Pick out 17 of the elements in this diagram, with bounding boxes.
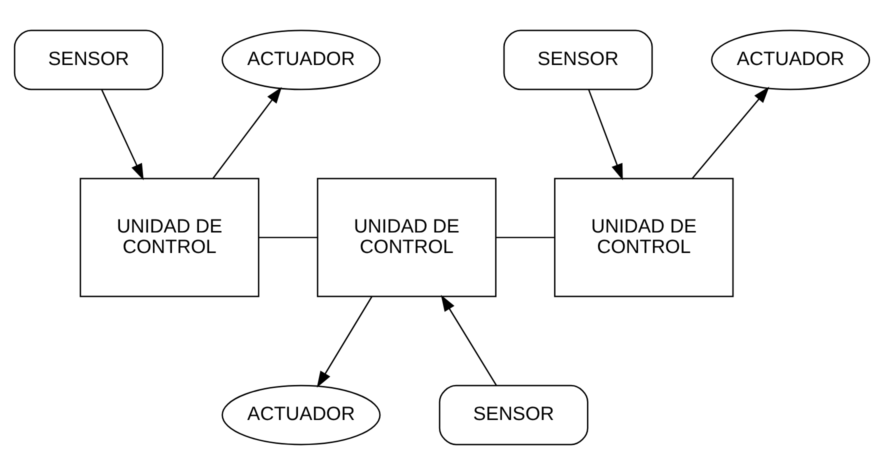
arrow — [588, 89, 622, 180]
node-box: UNIDAD DE CONTROL — [554, 177, 734, 297]
node-box: UNIDAD DE CONTROL — [316, 177, 496, 297]
arrow — [316, 296, 372, 388]
node-box: SENSOR — [502, 29, 652, 90]
node-box: UNIDAD DE CONTROL — [79, 177, 259, 297]
connector — [496, 236, 554, 238]
arrow — [691, 86, 769, 178]
node-box: SENSOR — [13, 29, 163, 90]
node-ellipse: ACTUADOR — [710, 29, 870, 90]
node-ellipse: ACTUADOR — [221, 384, 380, 445]
arrow — [440, 294, 496, 386]
arrow — [212, 86, 282, 178]
connector — [258, 236, 317, 238]
arrow — [100, 89, 144, 180]
node-ellipse: ACTUADOR — [221, 29, 380, 90]
node-box: SENSOR — [438, 384, 588, 445]
